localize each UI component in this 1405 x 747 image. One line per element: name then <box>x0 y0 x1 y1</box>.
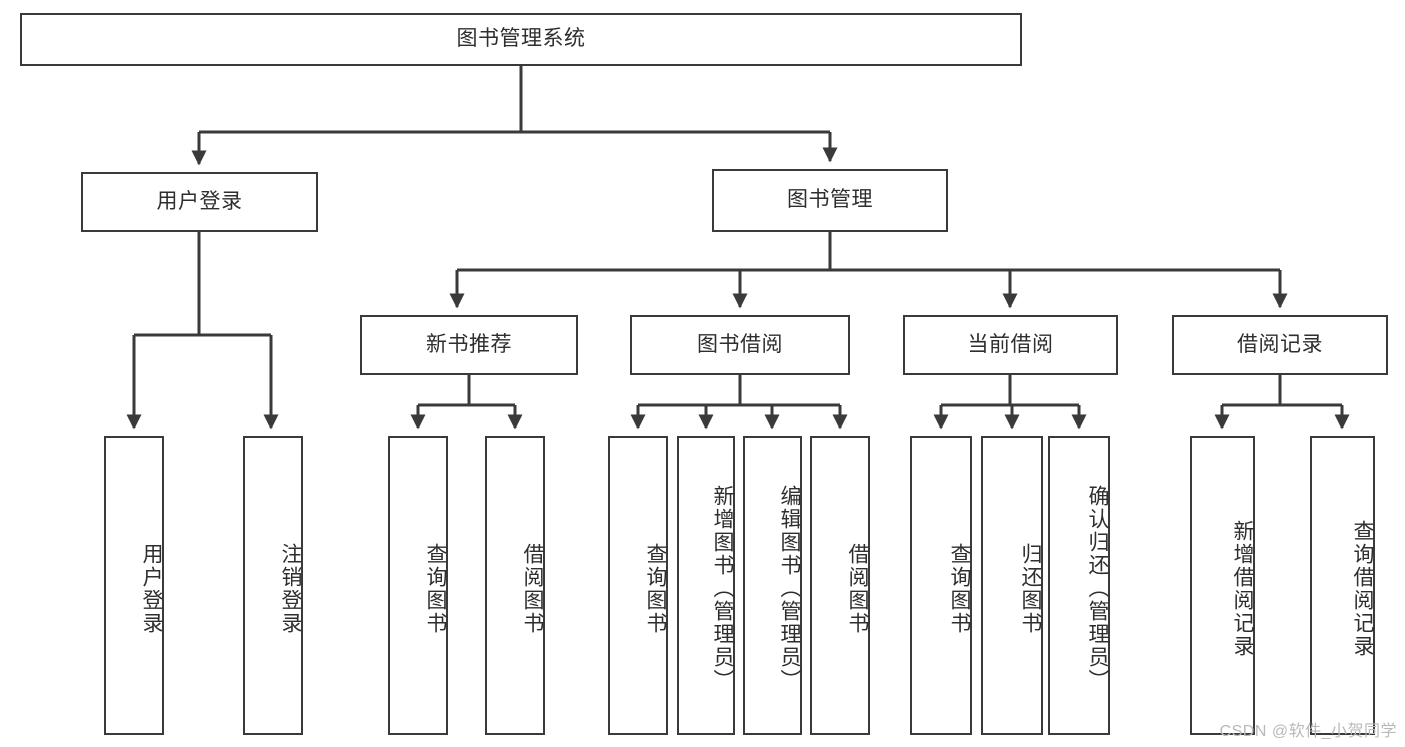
node-root[interactable]: 图书管理系统 <box>20 13 1022 66</box>
leaf-borrow-query-book-label: 查询图书 <box>644 542 667 635</box>
leaf-add-borrow-record[interactable]: 新增借阅记录 <box>1190 436 1255 735</box>
leaf-edit-book-admin[interactable]: 编辑图书（管理员） <box>743 436 802 735</box>
node-user-login-label: 用户登录 <box>156 189 243 213</box>
leaf-borrow-query-book[interactable]: 查询图书 <box>608 436 668 735</box>
leaf-confirm-return-admin[interactable]: 确认归还（管理员） <box>1048 436 1110 735</box>
node-new-book-recommend[interactable]: 新书推荐 <box>360 315 578 375</box>
node-current-borrow[interactable]: 当前借阅 <box>903 315 1118 375</box>
leaf-new-book-borrow[interactable]: 借阅图书 <box>485 436 545 735</box>
leaf-new-book-borrow-label: 借阅图书 <box>521 542 544 635</box>
leaf-add-book-admin-label: 新增图书（管理员） <box>711 485 734 692</box>
leaf-current-query-book-label: 查询图书 <box>948 542 971 635</box>
node-book-management[interactable]: 图书管理 <box>712 169 948 232</box>
node-book-borrow-label: 图书借阅 <box>697 332 783 356</box>
leaf-current-query-book[interactable]: 查询图书 <box>910 436 972 735</box>
leaf-new-book-query[interactable]: 查询图书 <box>388 436 448 735</box>
leaf-user-logout[interactable]: 注销登录 <box>243 436 303 735</box>
leaf-user-login[interactable]: 用户登录 <box>104 436 164 735</box>
leaf-borrow-book-label: 借阅图书 <box>846 542 869 635</box>
node-borrow-record-label: 借阅记录 <box>1237 332 1323 356</box>
leaf-user-login-label: 用户登录 <box>140 542 163 635</box>
leaf-borrow-book[interactable]: 借阅图书 <box>810 436 870 735</box>
node-book-borrow[interactable]: 图书借阅 <box>630 315 850 375</box>
leaf-new-book-query-label: 查询图书 <box>424 542 447 635</box>
node-user-login[interactable]: 用户登录 <box>81 172 318 232</box>
node-borrow-record[interactable]: 借阅记录 <box>1172 315 1388 375</box>
leaf-add-borrow-record-label: 新增借阅记录 <box>1231 519 1254 658</box>
leaf-return-book[interactable]: 归还图书 <box>981 436 1043 735</box>
leaf-query-borrow-record-label: 查询借阅记录 <box>1351 519 1374 658</box>
leaf-query-borrow-record[interactable]: 查询借阅记录 <box>1310 436 1375 735</box>
node-current-borrow-label: 当前借阅 <box>967 332 1054 356</box>
leaf-add-book-admin[interactable]: 新增图书（管理员） <box>677 436 735 735</box>
csdn-watermark: CSDN @软件_小贺同学 <box>1219 723 1397 740</box>
leaf-confirm-return-admin-label: 确认归还（管理员） <box>1086 485 1109 692</box>
leaf-edit-book-admin-label: 编辑图书（管理员） <box>778 485 801 692</box>
node-new-book-recommend-label: 新书推荐 <box>426 332 512 356</box>
leaf-return-book-label: 归还图书 <box>1019 542 1042 635</box>
node-book-management-label: 图书管理 <box>787 188 873 212</box>
leaf-user-logout-label: 注销登录 <box>279 542 302 635</box>
node-root-label: 图书管理系统 <box>456 27 586 51</box>
